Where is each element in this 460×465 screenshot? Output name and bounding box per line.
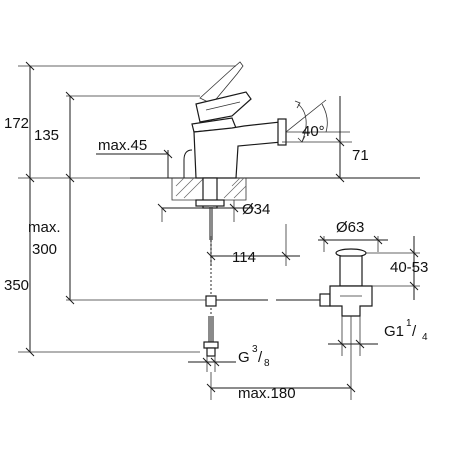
label-300: 300 xyxy=(32,241,57,258)
tick xyxy=(157,203,167,213)
angle-arc xyxy=(321,103,328,133)
label-172: 172 xyxy=(4,115,29,132)
label-max: max. xyxy=(28,219,61,236)
hose-nut xyxy=(203,341,219,349)
tick xyxy=(373,235,383,245)
label-dia34: Ø34 xyxy=(242,201,270,218)
supply-hose-lower xyxy=(208,316,214,342)
lever xyxy=(195,91,252,123)
tick xyxy=(281,251,291,261)
popup-linkage xyxy=(216,293,331,307)
waste-tee xyxy=(329,285,373,317)
angle-line xyxy=(285,99,327,133)
supply-hose-upper xyxy=(209,206,213,240)
label-g38-denominator: 8 xyxy=(264,358,270,369)
tick xyxy=(346,383,356,393)
tick xyxy=(65,91,75,101)
faucet-body xyxy=(193,121,283,179)
label-114: 114 xyxy=(232,249,256,266)
tick xyxy=(335,173,345,183)
tick xyxy=(25,347,35,357)
tick xyxy=(229,203,239,213)
tick xyxy=(163,149,173,159)
popup-rod xyxy=(183,149,193,178)
faucet-illustration xyxy=(183,61,307,179)
tick xyxy=(409,281,419,291)
label-71: 71 xyxy=(352,147,369,164)
waste-valve xyxy=(329,248,373,317)
dimension-lines xyxy=(18,61,420,400)
waste-body xyxy=(339,255,363,287)
tick xyxy=(335,137,345,147)
label-g1-numerator: 1 xyxy=(406,318,412,329)
label-angle40: 40° xyxy=(302,123,325,140)
mounting-nut xyxy=(195,199,225,207)
tick xyxy=(206,383,216,393)
label-g38-slash: / xyxy=(258,349,263,366)
pop-up-connector xyxy=(205,295,217,307)
label-135: 135 xyxy=(34,127,59,144)
label-max45: max.45 xyxy=(98,137,147,154)
tick xyxy=(25,61,35,71)
label-40-53: 40-53 xyxy=(390,259,428,276)
tick xyxy=(355,339,365,349)
tick xyxy=(337,339,347,349)
tick xyxy=(210,357,220,367)
lever-detail xyxy=(205,101,241,111)
countertop xyxy=(130,177,420,357)
label-g38-numerator: 3 xyxy=(252,344,258,355)
label-g1: G1 xyxy=(384,323,404,340)
tick xyxy=(202,357,212,367)
tick xyxy=(409,248,419,258)
tick xyxy=(65,295,75,305)
linkage-clip xyxy=(319,293,331,307)
swivel-arrow-top xyxy=(294,100,301,109)
spout-tip xyxy=(277,118,287,146)
tick xyxy=(206,251,216,261)
label-350: 350 xyxy=(4,277,29,294)
tick xyxy=(319,235,329,245)
dimension-labels: 172 135 max.45 40° 71 Ø34 max. 300 114 Ø… xyxy=(4,115,428,402)
swivel-arc xyxy=(297,103,307,143)
hose-end xyxy=(206,347,216,357)
label-dia63: Ø63 xyxy=(336,219,364,236)
label-g38: G xyxy=(238,349,250,366)
label-max180: max.180 xyxy=(238,385,296,402)
label-g1-denominator: 4 xyxy=(422,332,428,343)
label-g1-slash: / xyxy=(412,323,417,340)
